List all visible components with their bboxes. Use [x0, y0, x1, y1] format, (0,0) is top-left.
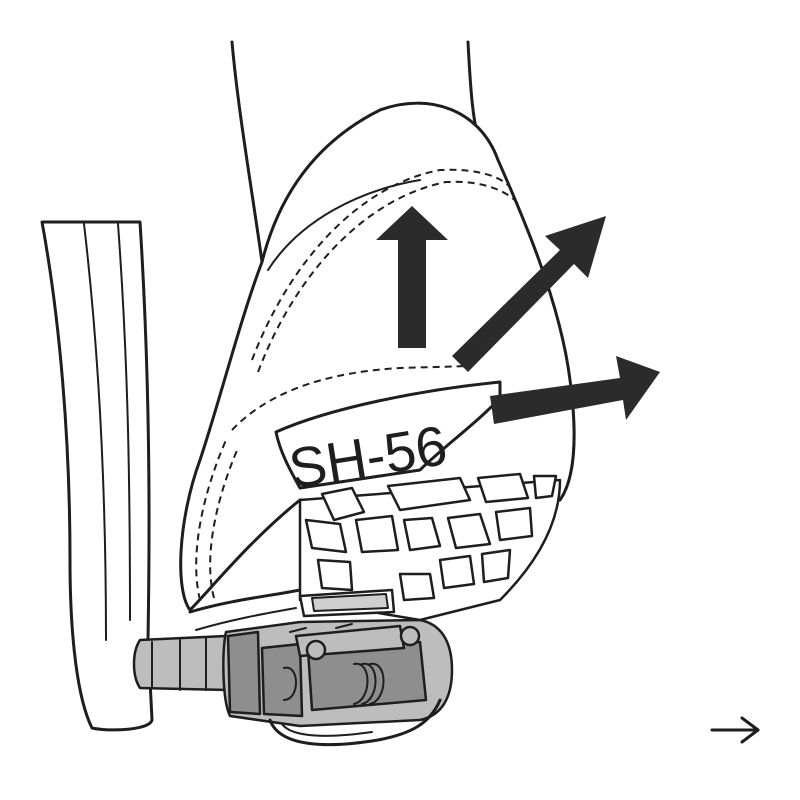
shoe: [179, 101, 576, 631]
release-arrows: [376, 206, 660, 424]
spd-pedal: [222, 618, 454, 747]
shoe-sole-tread: [298, 472, 562, 622]
outward-arrow: [490, 356, 660, 424]
leg: [230, 40, 478, 264]
next-arrow-icon[interactable]: [710, 716, 760, 744]
crank-arm: [40, 220, 154, 732]
pedal-axle: [132, 634, 230, 692]
diagonal-arrow: [452, 216, 606, 372]
cleat: [298, 588, 396, 618]
up-arrow: [376, 206, 448, 348]
